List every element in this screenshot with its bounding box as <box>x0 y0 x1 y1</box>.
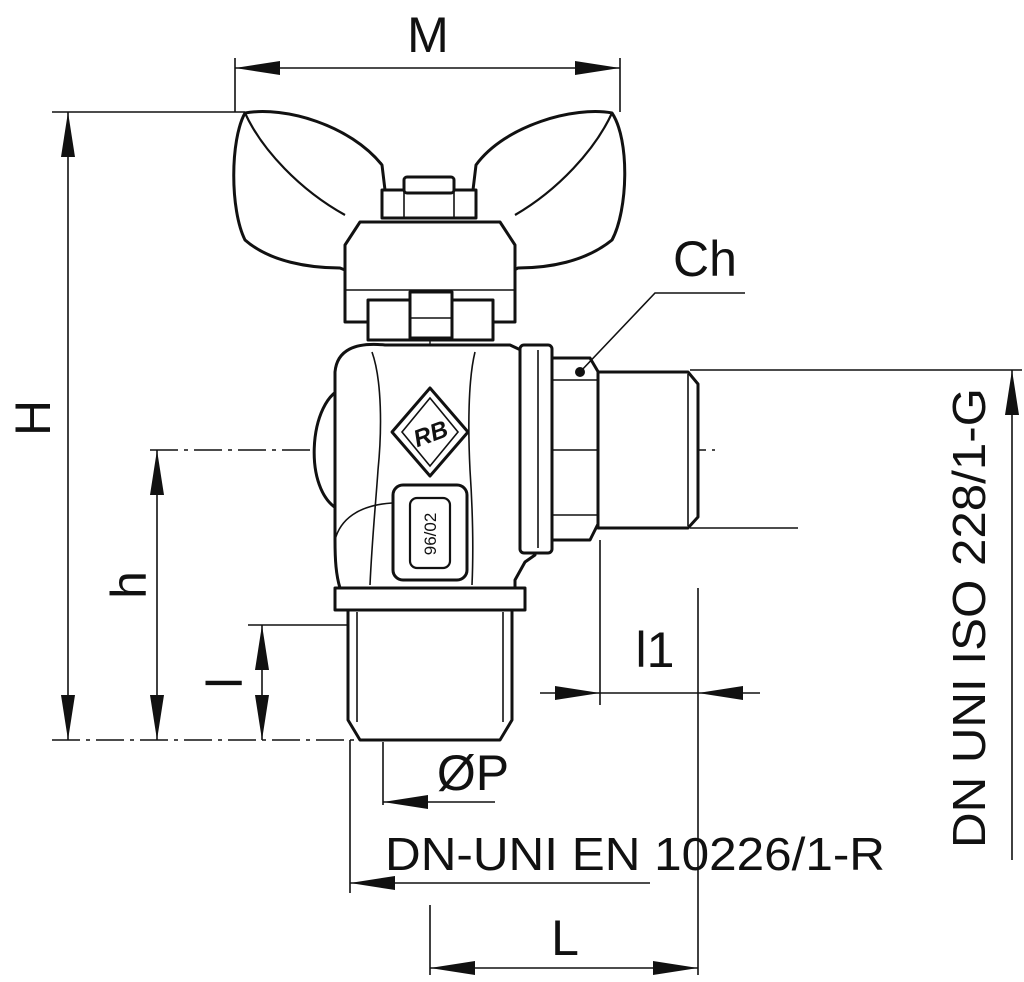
label-l: l <box>197 677 253 688</box>
side-ring <box>518 343 554 555</box>
dimension-lines <box>61 61 1019 975</box>
hex-nut <box>550 356 602 542</box>
handle-hub <box>343 220 517 324</box>
rb-logo: RB <box>390 386 470 478</box>
extension-lines <box>52 58 1022 975</box>
label-thread-R: DN-UNI EN 10226/1-R <box>385 828 885 880</box>
side-thread <box>596 370 700 530</box>
label-OP: ØP <box>437 745 509 801</box>
handle-screw <box>402 175 456 195</box>
bottom-flange <box>333 586 527 612</box>
ball-valve: RB 96/02 <box>232 110 700 742</box>
label-thread-G: DN UNI ISO 228/1-G <box>943 388 995 848</box>
date-code-text: 96/02 <box>421 513 440 556</box>
label-L: L <box>551 910 579 966</box>
butterfly-handle <box>232 110 627 274</box>
date-code-plate: 96/02 <box>391 483 469 582</box>
bottom-thread <box>346 608 514 742</box>
label-H: H <box>5 400 61 436</box>
label-M: M <box>407 7 449 63</box>
label-Ch: Ch <box>673 231 737 287</box>
dimension-labels: M Ch H h l l1 ØP DN-UNI EN 10226/1-R L D… <box>5 7 995 966</box>
label-l1: l1 <box>636 622 675 678</box>
label-h: h <box>101 571 157 599</box>
